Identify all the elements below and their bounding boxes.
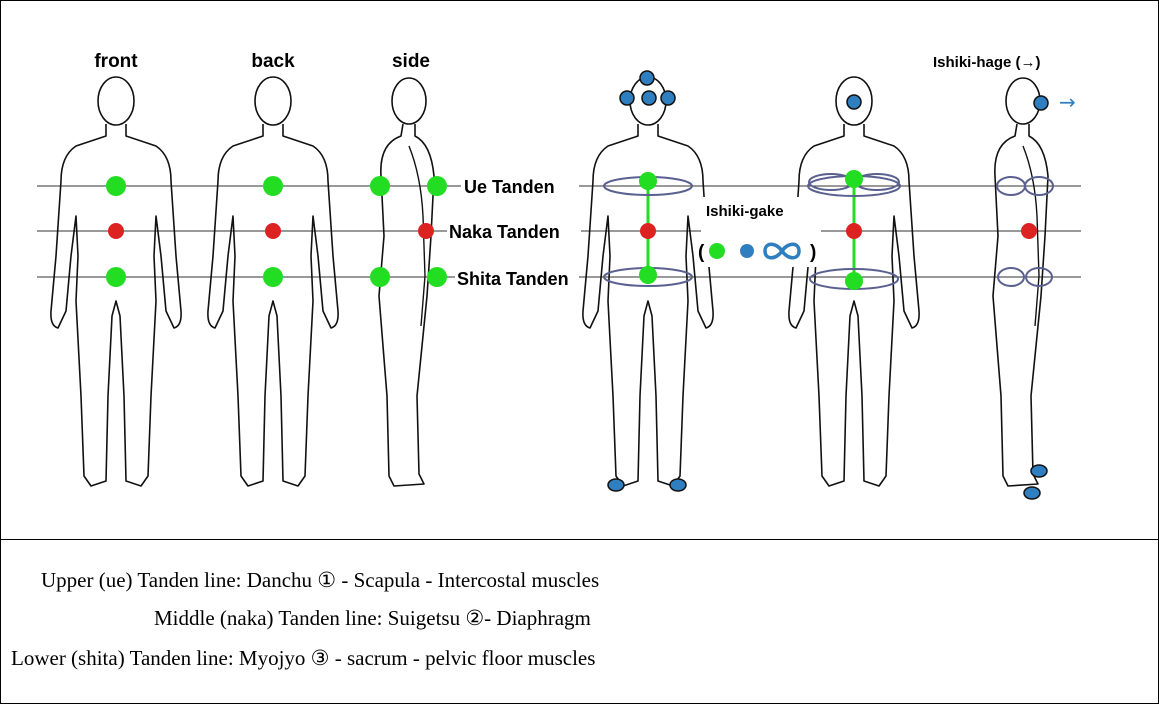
ue-point-front — [106, 176, 126, 196]
foot-point-side-2 — [1024, 487, 1040, 499]
caption-upper-line: Upper (ue) Tanden line: Danchu ① - Scapu… — [41, 568, 599, 593]
caption-lower-line: Lower (shita) Tanden line: Myojyo ③ - sa… — [11, 646, 595, 671]
ue-point-front-2 — [639, 172, 657, 190]
label-front: front — [94, 51, 138, 72]
head-point-back — [847, 95, 861, 109]
naka-point-front — [108, 223, 124, 239]
ishiki-gake-title: Ishiki-gake — [706, 203, 784, 220]
shita-point-front — [106, 267, 126, 287]
shita-point-front-2 — [639, 266, 657, 284]
ishiki-gake-blue-dot — [740, 244, 754, 258]
ue-point-side-front — [370, 176, 390, 196]
naka-point-side-2 — [1021, 223, 1037, 239]
shita-point-back-2 — [845, 272, 863, 290]
arrow-right-icon: → — [1059, 90, 1076, 114]
label-side: side — [392, 51, 430, 72]
tanden-figure: front back side — [1, 1, 1158, 540]
foot-point-left — [608, 479, 624, 491]
label-ue-tanden: Ue Tanden — [464, 177, 555, 197]
caption-area: Upper (ue) Tanden line: Danchu ① - Scapu… — [1, 540, 1158, 703]
naka-point-back — [265, 223, 281, 239]
ue-point-back — [263, 176, 283, 196]
shita-point-back — [263, 267, 283, 287]
label-shita-tanden: Shita Tanden — [457, 269, 569, 289]
naka-point-side — [418, 223, 434, 239]
head-point-right — [661, 91, 675, 105]
ishiki-gake-close-paren: ) — [810, 242, 816, 263]
label-naka-tanden: Naka Tanden — [449, 222, 560, 242]
label-back: back — [251, 51, 295, 72]
head-point-left — [620, 91, 634, 105]
shita-point-side-front — [370, 267, 390, 287]
ue-point-side-back — [427, 176, 447, 196]
head-point-center — [642, 91, 656, 105]
naka-point-back-2 — [846, 223, 862, 239]
foot-point-side-1 — [1031, 465, 1047, 477]
head-point-side — [1034, 96, 1048, 110]
ue-point-back-2 — [845, 170, 863, 188]
caption-middle-line: Middle (naka) Tanden line: Suigetsu ②- D… — [154, 606, 591, 631]
tanden-diagram: front back side — [1, 1, 1158, 539]
ishiki-hage-label: Ishiki-hage (→) — [933, 54, 1041, 71]
ishiki-gake-open-paren: ( — [698, 242, 705, 263]
foot-point-right — [670, 479, 686, 491]
shita-point-side-back — [427, 267, 447, 287]
ishiki-gake-green-dot — [709, 243, 725, 259]
naka-point-front-2 — [640, 223, 656, 239]
head-point-top — [640, 71, 654, 85]
